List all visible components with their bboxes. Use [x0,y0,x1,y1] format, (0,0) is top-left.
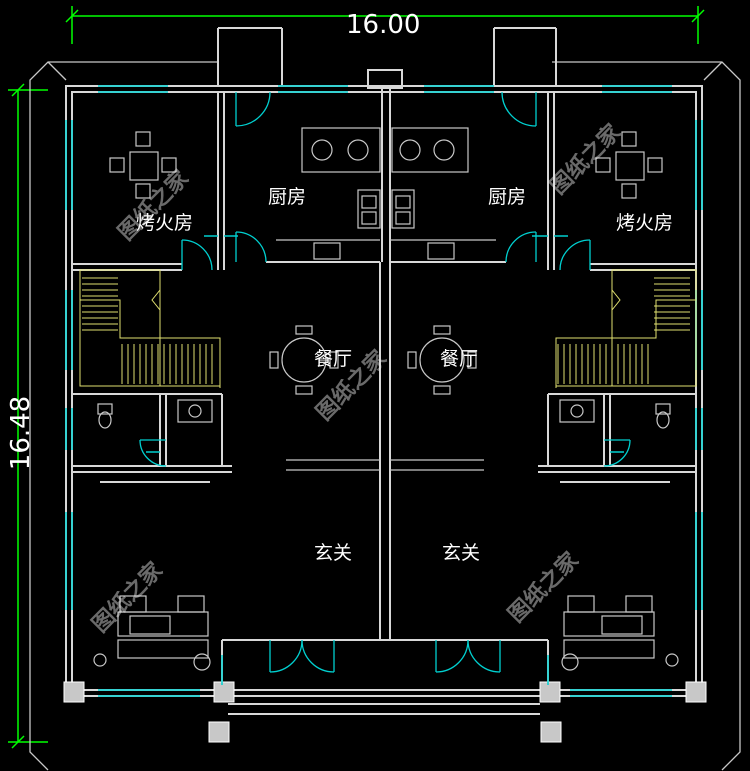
kitchen-counters [276,127,496,260]
room-label-grill-left: 烤火房 [136,212,194,234]
room-label-kitchen-left: 厨房 [268,186,307,208]
dimension-lines [8,6,705,749]
interior-walls [72,86,696,640]
grill-room-tables [109,131,663,199]
roof-outline [29,61,741,771]
room-label-kitchen-right: 厨房 [488,186,527,208]
height-dimension-label: 16.48 [6,395,37,471]
room-label-foyer-right: 玄关 [442,542,481,564]
pillars [63,681,707,743]
doors [139,91,631,673]
room-label-dining-right: 餐厅 [440,348,479,370]
width-dimension-label: 16.00 [346,10,421,40]
room-label-dining-left: 餐厅 [314,348,353,370]
stairs [79,269,697,388]
dining-tables [269,325,484,471]
room-label-grill-right: 烤火房 [616,212,674,234]
living-furniture [93,595,679,671]
bathroom-fixtures [97,399,671,429]
room-label-foyer-left: 玄关 [314,542,353,564]
